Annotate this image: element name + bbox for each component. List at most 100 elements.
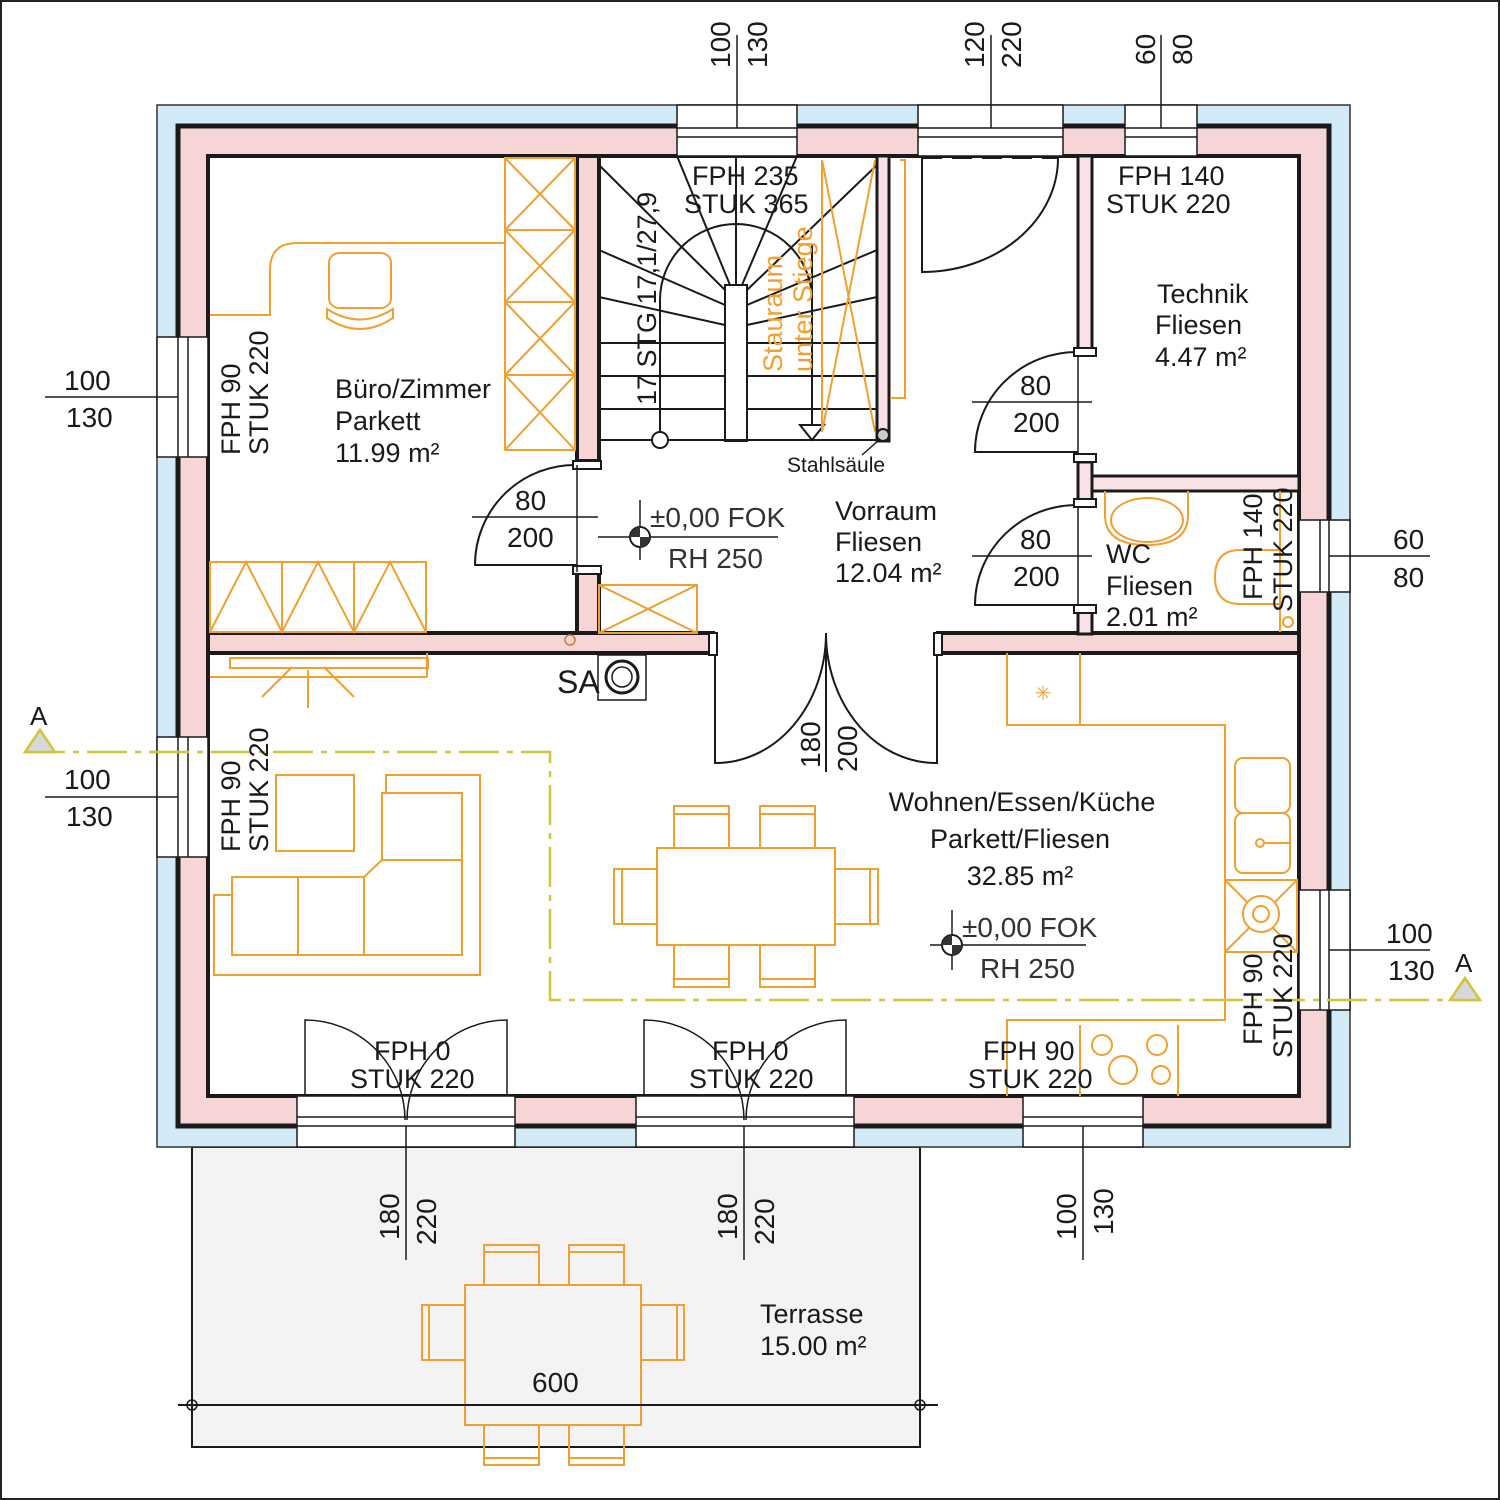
opening-height: 130 [742,21,773,68]
interior-wall [1076,610,1094,636]
opening-width: 100 [705,21,736,68]
section-line-a [25,750,1480,1002]
opening-width: 120 [959,21,990,68]
opening-width: 100 [1051,1193,1082,1240]
sill-stuk: STUK 220 [350,1064,475,1094]
sill-stuk: STUK 220 [1268,487,1298,612]
room-name-terrasse: Terrasse [760,1299,864,1329]
interior-wall [1076,460,1094,504]
sill-stuk: STUK 220 [968,1064,1093,1094]
room-floor-buero: Parkett [335,406,421,436]
chimney-label: SA [557,664,600,700]
opening-height: 130 [1088,1188,1119,1235]
door-height: 200 [832,725,863,772]
opening-width: 100 [1386,918,1433,949]
room-area-vorraum: 12.04 m² [835,558,942,588]
door-width: 80 [1020,524,1051,555]
interior-wall [1090,474,1301,493]
door-height: 200 [1013,561,1060,592]
room-area-wc: 2.01 m² [1106,602,1198,632]
terrace-area [191,1146,921,1448]
terrace-width-dimension: 600 [532,1367,579,1398]
opening-width: 180 [374,1193,405,1240]
staircase [598,155,890,456]
sill-stuk: STUK 365 [684,189,809,219]
opening-height: 130 [66,402,113,433]
sill-fph: FPH 140 [1118,161,1225,191]
steel-column-icon [876,428,890,442]
storage-label-2: unter Stiege [788,226,818,372]
storage-label-1: Stauraum [758,255,788,372]
level-fok-vorraum: ±0,00 FOK [650,502,786,533]
cooling-icon: ✳ [1035,683,1052,705]
opening-height: 220 [749,1198,780,1245]
living-furniture: ✳ [210,491,1298,1096]
steel-column-label: Stahlsäule [787,454,885,477]
sill-fph: FPH 90 [216,760,246,852]
storage-cross [821,159,906,433]
interior-wall [1076,154,1094,352]
room-floor-wohnen: Parkett/Fliesen [930,824,1110,854]
door-width: 80 [1020,370,1051,401]
terrace-furniture [178,1244,938,1466]
room-floor-vorraum: Fliesen [835,527,922,557]
opening-height: 130 [66,801,113,832]
level-rh-wohnen: RH 250 [980,953,1075,984]
level-marker-icon [598,500,778,560]
room-name-technik: Technik [1157,279,1249,309]
door-height: 200 [1013,407,1060,438]
section-label-left: A [30,701,48,731]
level-rh-vorraum: RH 250 [668,543,763,574]
sill-fph: FPH 0 [712,1036,789,1066]
windows [156,104,1351,1148]
door-width: 80 [515,485,546,516]
sill-stuk: STUK 220 [1268,933,1298,1058]
sill-stuk: STUK 220 [244,727,274,852]
opening-height: 80 [1167,34,1198,65]
dimension-lines [45,35,1430,1260]
room-name-wc: WC [1106,539,1151,569]
office-furniture [209,157,698,635]
room-area-wohnen: 32.85 m² [967,861,1074,891]
opening-width: 100 [64,365,111,396]
opening-width: 100 [64,764,111,795]
doors [304,157,1097,1121]
interior-wall [575,154,601,463]
interior-wall [206,631,715,655]
section-label-right: A [1455,948,1473,978]
sill-stuk: STUK 220 [689,1064,814,1094]
room-area-technik: 4.47 m² [1155,342,1247,372]
room-floor-wc: Fliesen [1106,571,1193,601]
room-name-buero: Büro/Zimmer [335,374,491,404]
room-floor-technik: Fliesen [1155,310,1242,340]
opening-width: 60 [1393,524,1424,555]
room-area-terrasse: 15.00 m² [760,1331,867,1361]
sill-fph: FPH 0 [374,1036,451,1066]
section-marker-right-icon [1447,975,1483,1002]
level-fok-wohnen: ±0,00 FOK [962,912,1098,943]
opening-width: 180 [712,1193,743,1240]
interior-wall [575,570,601,636]
sill-stuk: STUK 220 [244,330,274,455]
door-height: 200 [507,522,554,553]
stair-steps-label: 17 STG 17,1/27,9 [632,192,662,405]
sill-fph: FPH 140 [1238,493,1268,600]
chimney-icon [604,659,640,695]
sill-fph: FPH 90 [216,363,246,455]
sill-fph: FPH 235 [692,161,799,191]
opening-width: 60 [1130,34,1161,65]
opening-height: 220 [996,21,1027,68]
sill-fph: FPH 90 [1238,953,1268,1045]
stair-wall [875,154,891,443]
opening-height: 130 [1388,955,1435,986]
opening-height: 220 [411,1198,442,1245]
level-marker-icon [930,910,1086,970]
section-marker-left-icon [22,727,58,754]
door-width: 180 [795,721,826,768]
sill-fph: FPH 90 [983,1036,1075,1066]
interior-area [206,154,1301,1098]
room-name-wohnen: Wohnen/Essen/Küche [889,787,1156,817]
interior-wall [936,631,1301,655]
